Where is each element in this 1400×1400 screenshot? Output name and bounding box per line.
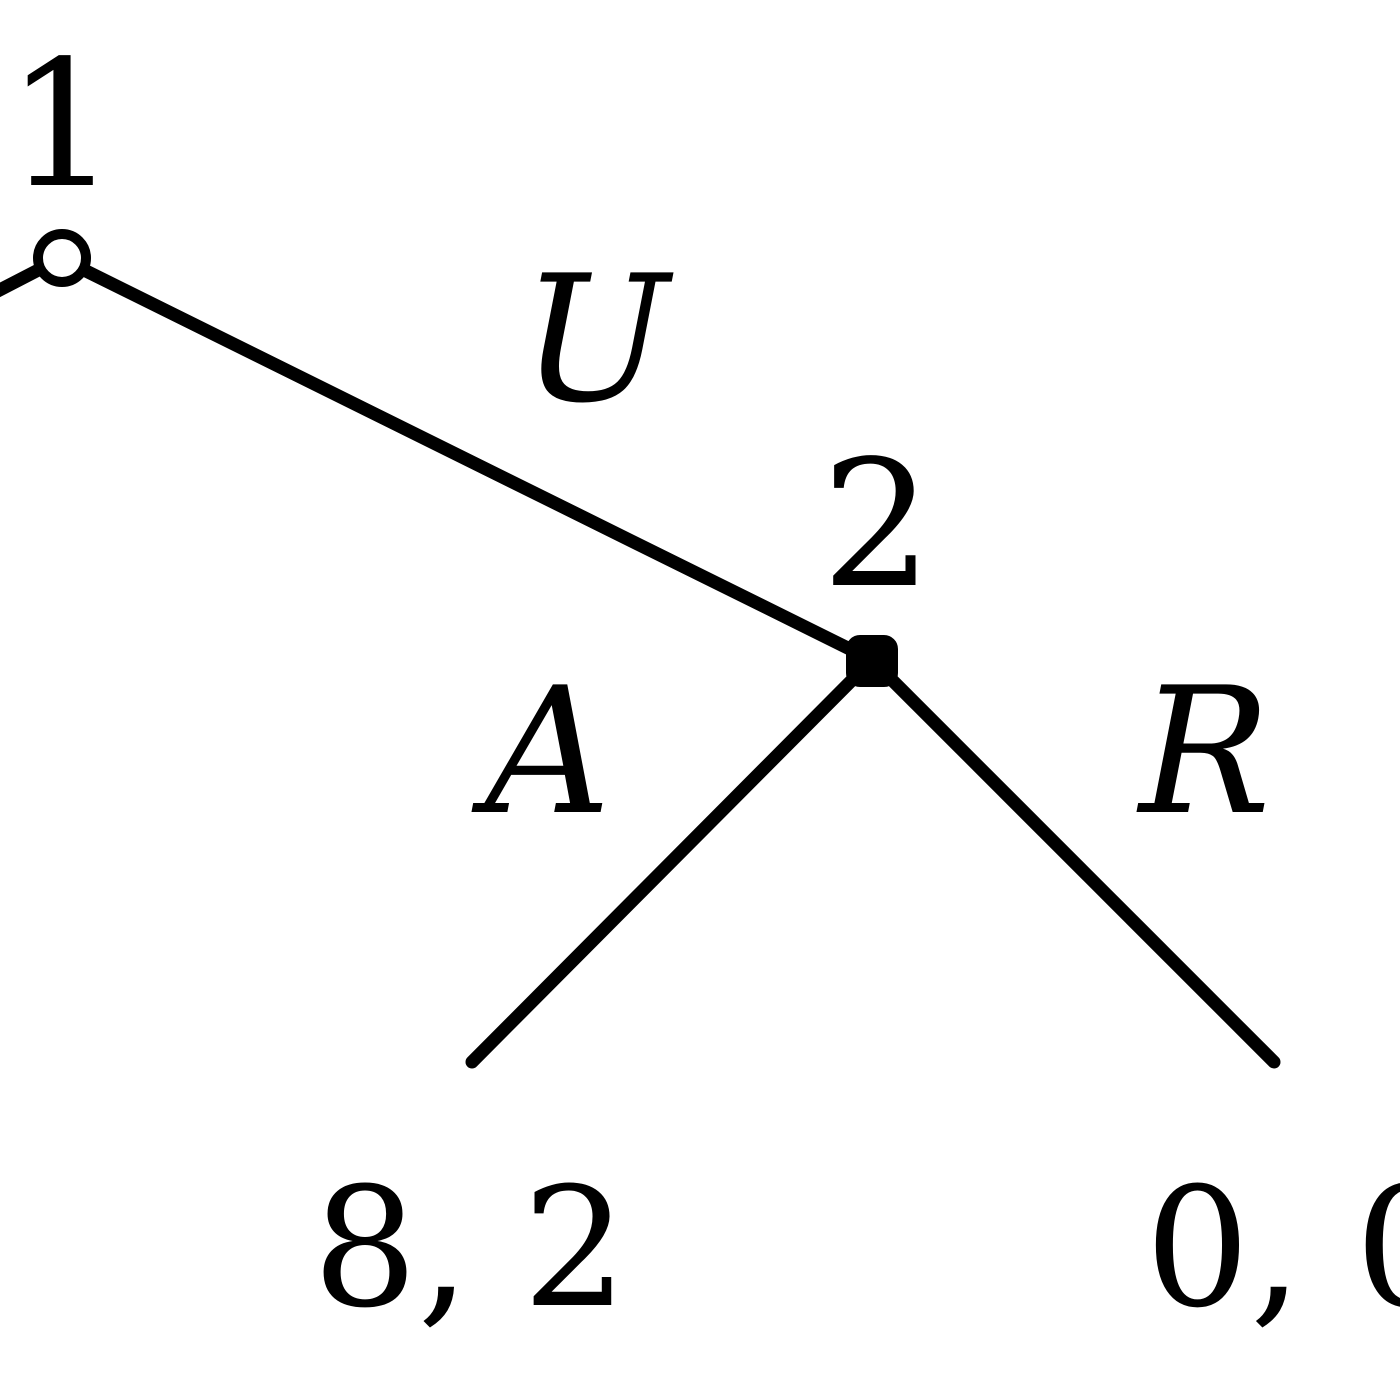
payoff-accept: 8, 2 — [313, 1152, 628, 1344]
edge-A — [465, 653, 879, 1069]
player-label-2: 2 — [821, 424, 932, 627]
decision-node-player-1 — [33, 229, 91, 287]
edge-R — [865, 653, 1281, 1069]
edge-U — [73, 261, 879, 667]
player-label-1: 1 — [6, 24, 117, 227]
action-label-R: R — [1136, 651, 1271, 854]
decision-node-player-2 — [846, 635, 898, 687]
payoff-reject: 0, 0 — [1145, 1152, 1400, 1344]
action-label-U: U — [521, 239, 674, 442]
action-label-A: A — [471, 651, 611, 854]
